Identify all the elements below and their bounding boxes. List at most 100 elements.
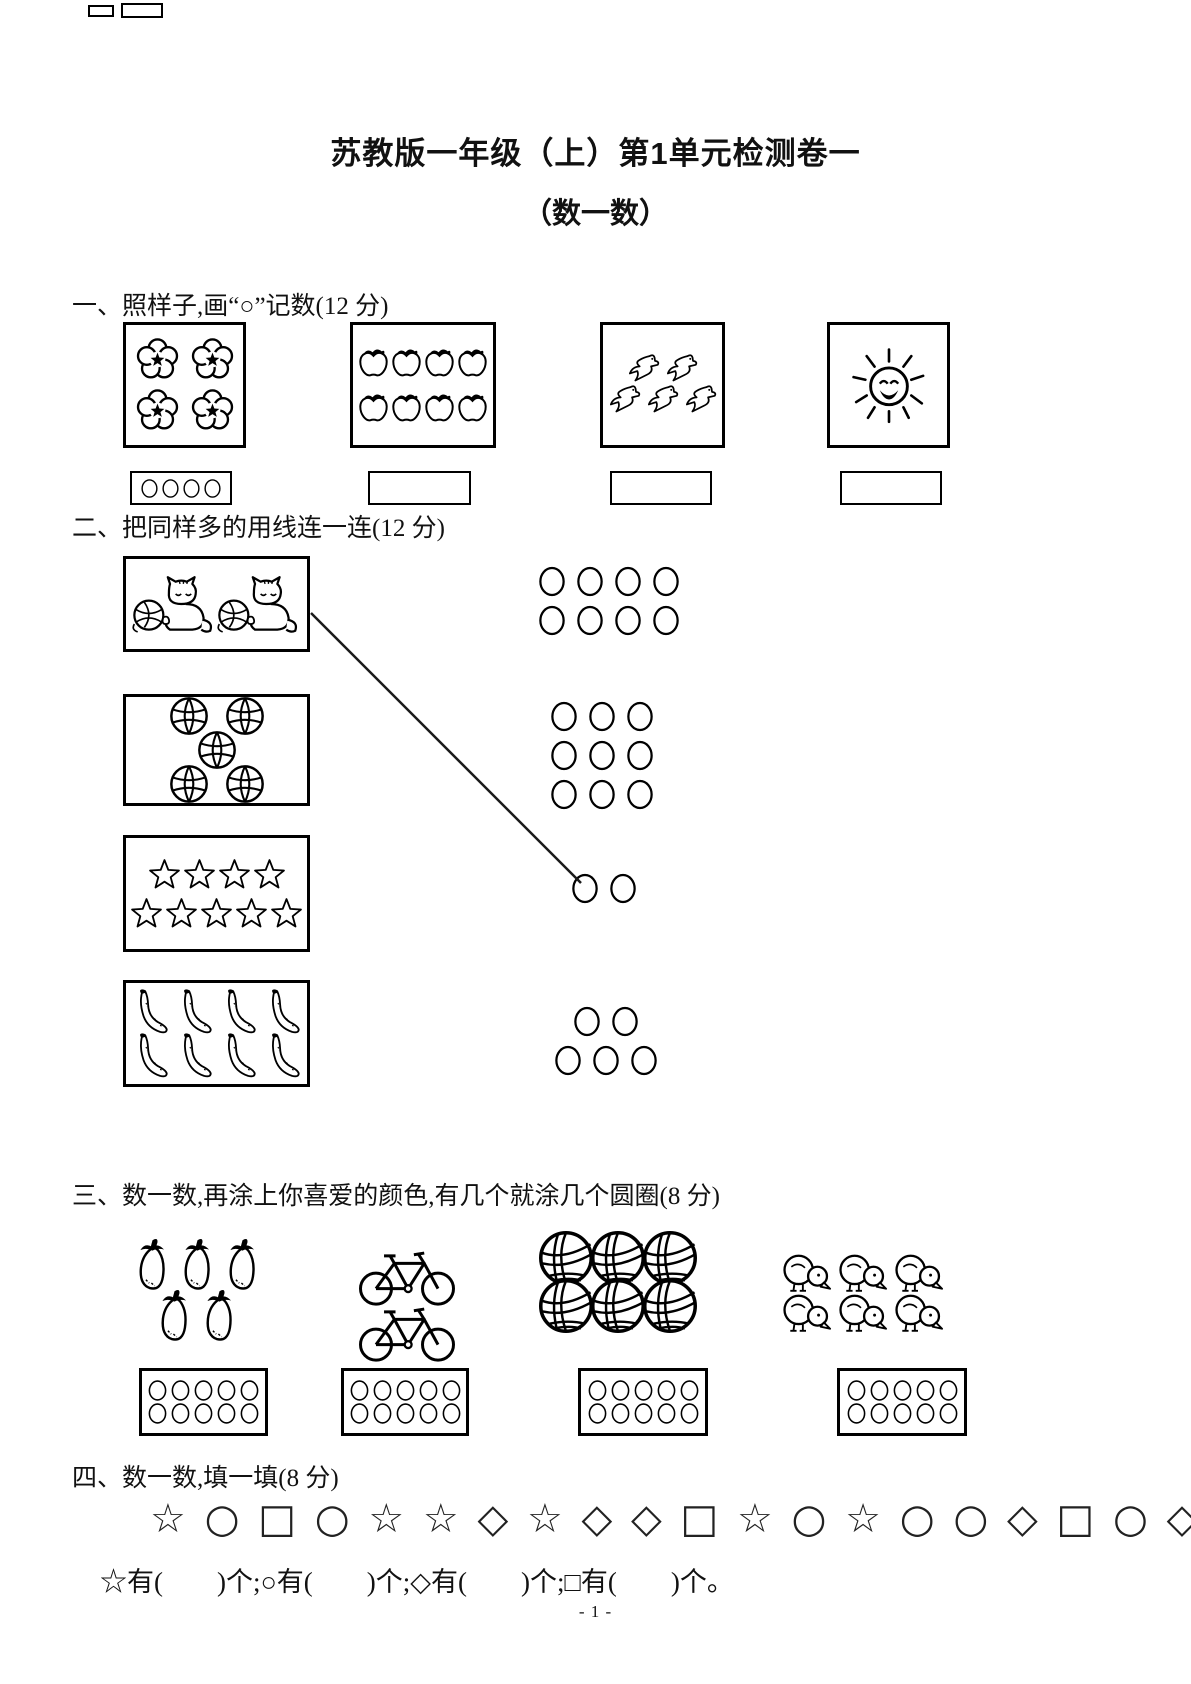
circle-icon [161,478,180,499]
match-box-stars[interactable] [123,835,310,952]
circle-icon [537,565,567,598]
icon-row [545,775,659,814]
icon-row [625,354,701,385]
chick-icon [890,1250,946,1294]
section1-heading: 一、照样子,画“○”记数(12 分) [72,293,389,320]
icon-row [146,1379,261,1402]
icon-row [348,1248,466,1304]
star-icon [183,858,216,891]
bike-icon [348,1301,466,1363]
icon-row [549,1041,663,1080]
circle-icon [203,478,222,499]
circle-icon [846,1379,867,1402]
bike-icon [348,1245,466,1307]
eggplant-icon [132,1238,173,1293]
circle-icon [679,1402,700,1425]
tally-box-bicycles[interactable] [341,1368,469,1436]
section4-heading: 四、数一数,填一填(8 分) [72,1465,339,1492]
circle-icon [656,1379,677,1402]
icon-row [357,385,489,430]
flower-icon [134,387,181,434]
circle-group-nine[interactable] [545,697,659,814]
circle-icon [625,739,655,772]
banana-icon [129,988,173,1036]
volleyball-icon [588,1276,648,1336]
circle-group-two[interactable] [566,869,642,908]
chick-icon [890,1290,946,1334]
volleyball-icon [536,1276,596,1336]
eggplant-icon [177,1238,218,1293]
circle-icon [349,1402,370,1425]
icon-row [348,1304,466,1360]
banana-icon [129,1032,173,1080]
circle-group-eight[interactable] [533,562,685,640]
picture-box-apples [350,322,496,448]
eggplant-icon [222,1238,263,1293]
circle-icon [193,1379,214,1402]
answer-box-flowers[interactable] [130,471,232,505]
circle-icon [170,1379,191,1402]
circle-icon [633,1402,654,1425]
circle-icon [553,1044,583,1077]
icon-row [845,1402,960,1425]
circle-icon [349,1379,370,1402]
circle-icon [915,1402,936,1425]
circle-icon [147,1402,168,1425]
circle-icon [610,1005,640,1038]
star-icon [200,897,233,930]
icon-row [129,990,305,1034]
match-box-cats[interactable] [123,556,310,652]
circle-icon [372,1379,393,1402]
apple-icon [423,391,456,424]
answer-box-birds[interactable] [610,471,712,505]
circle-icon [193,1402,214,1425]
banana-icon [173,988,217,1036]
flower-icon [189,336,236,383]
chick-icon [778,1250,834,1294]
circle-group-five[interactable] [549,1002,663,1080]
circle-icon [587,739,617,772]
circle-icon [395,1379,416,1402]
count-group-volleyballs [518,1234,718,1330]
tally-box-volleyballs[interactable] [578,1368,708,1436]
circle-icon [625,778,655,811]
circle-icon [372,1402,393,1425]
circle-icon [239,1379,260,1402]
star-icon [218,858,251,891]
circle-icon [608,872,638,905]
eggplant-icon [154,1289,195,1344]
flower-icon [134,336,181,383]
circle-icon [587,1402,608,1425]
volleyball-icon [640,1276,700,1336]
match-box-bananas[interactable] [123,980,310,1087]
icon-row [357,340,489,385]
match-box-basketballs[interactable] [123,694,310,806]
icon-row [606,385,720,416]
circle-icon [549,739,579,772]
page-subtitle: （数一数） [522,198,668,230]
answer-box-apples[interactable] [368,471,471,505]
tally-box-chicks[interactable] [837,1368,967,1436]
answer-box-sun[interactable] [840,471,942,505]
circle-icon [629,1044,659,1077]
picture-box-sun [827,322,950,448]
tally-box-eggplants[interactable] [139,1368,268,1436]
cat-icon [132,575,217,633]
fill-in-line[interactable]: ☆有( )个;○有( )个;◇有( )个;□有( )个。 [100,1567,734,1597]
bird-icon [663,353,701,386]
circle-icon [610,1379,631,1402]
icon-row [533,601,685,640]
bird-icon [625,353,663,386]
circle-icon [549,778,579,811]
icon-row [129,894,304,933]
circle-icon [610,1402,631,1425]
circle-icon [216,1402,237,1425]
circle-icon [869,1379,890,1402]
circle-icon [651,604,681,637]
bird-icon [682,384,720,417]
star-icon [235,897,268,930]
circle-icon [938,1402,959,1425]
bird-icon [644,384,682,417]
picture-box-birds [600,322,725,448]
